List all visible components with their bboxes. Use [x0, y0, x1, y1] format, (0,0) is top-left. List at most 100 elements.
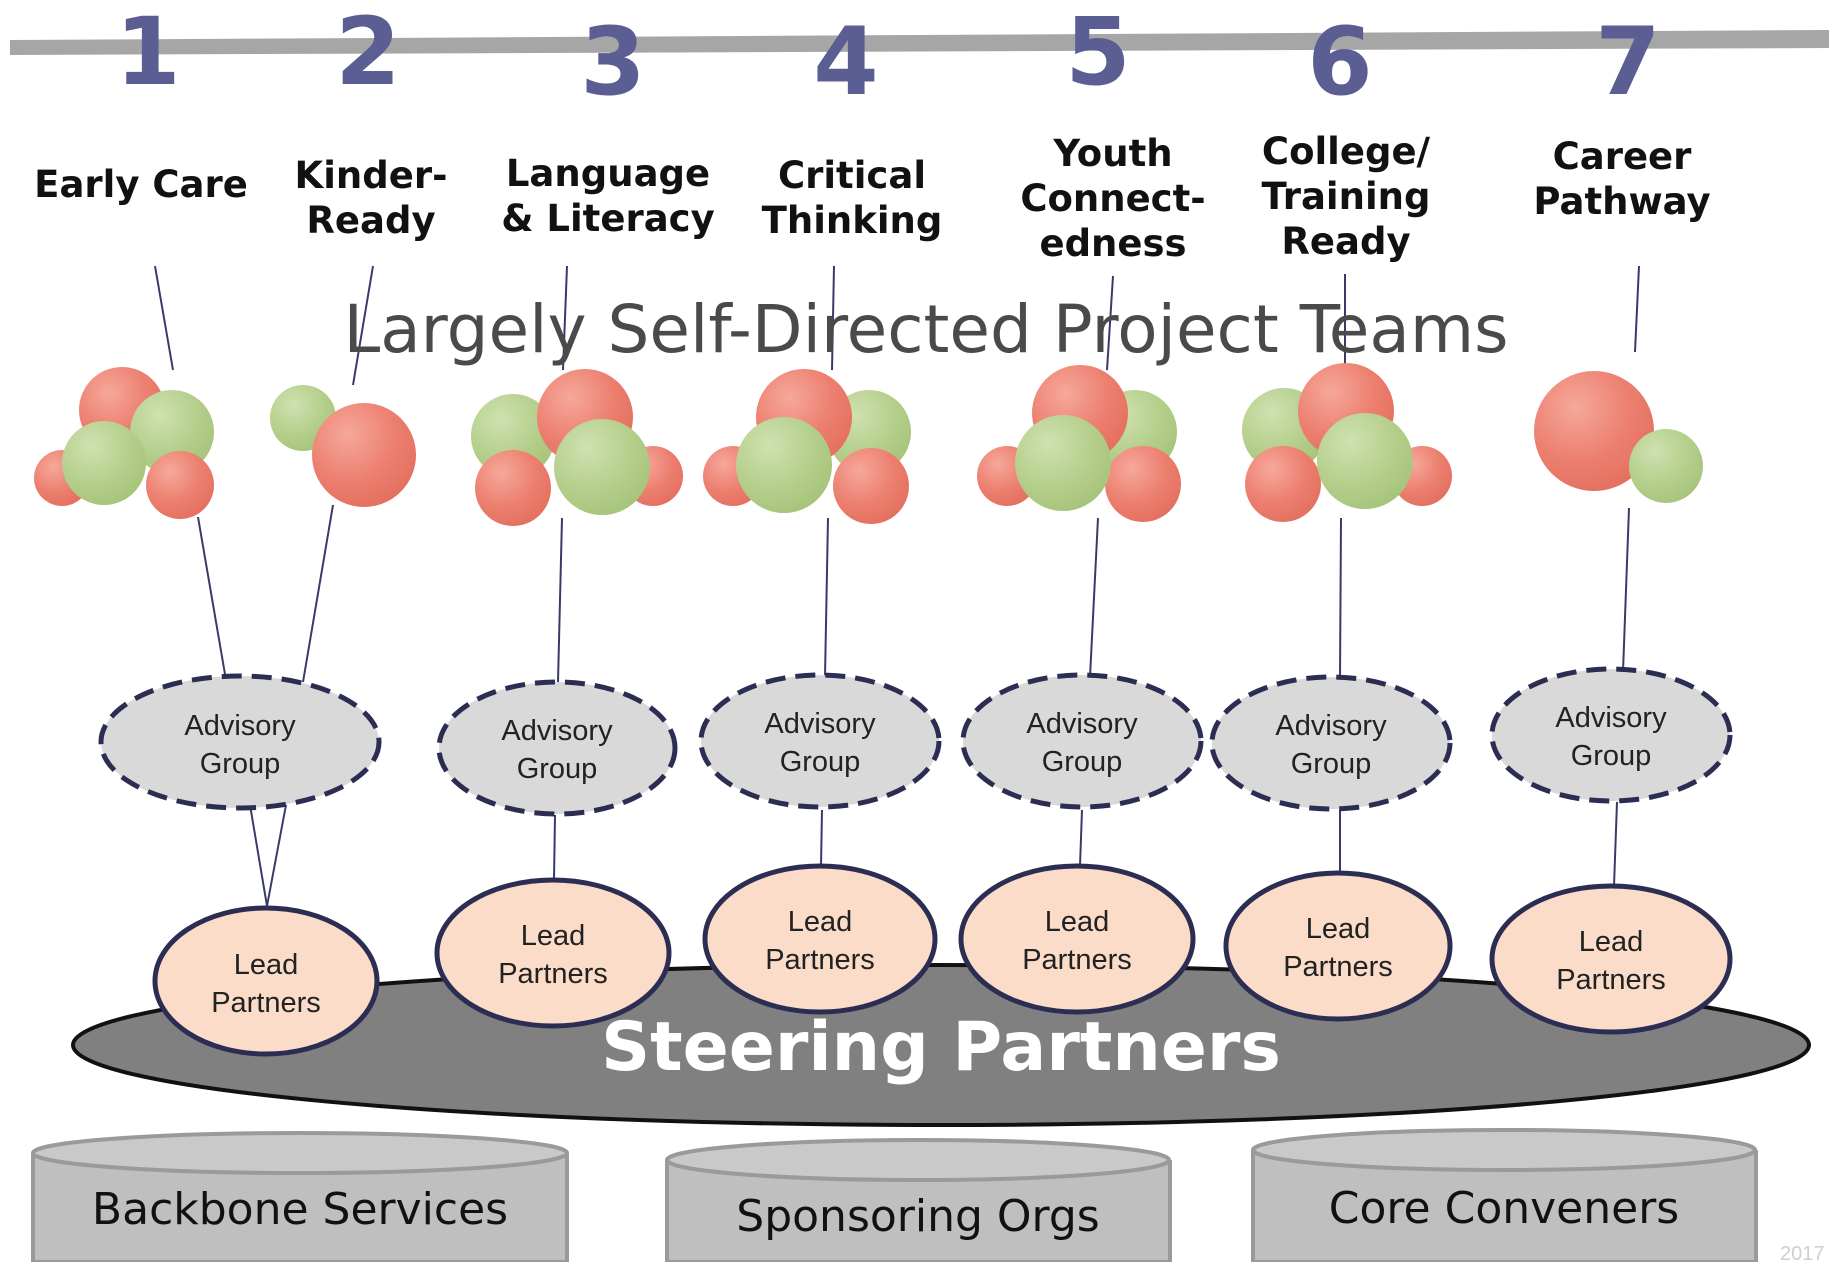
- lead-partners-label-line1: Lead: [521, 920, 586, 952]
- connector-line: [1339, 517, 1342, 678]
- timeline-bar: [10, 30, 1829, 55]
- advisory-group-label-line2: Group: [1291, 748, 1372, 780]
- lead-partners-1: Lead Partners: [152, 905, 380, 1057]
- foundation-label: Backbone Services: [92, 1184, 508, 1235]
- stage-number-1: 1: [115, 0, 180, 107]
- connector-line: [249, 804, 268, 907]
- stage-number-3: 3: [580, 8, 645, 117]
- connector-line: [562, 265, 568, 371]
- stage-label-5-line1: Youth: [1052, 132, 1172, 175]
- lead-partners-7: Lead Partners: [1489, 883, 1733, 1035]
- connector-line: [1622, 507, 1630, 673]
- advisory-group-label-line1: Advisory: [1275, 710, 1387, 742]
- connector-line: [824, 517, 829, 678]
- foundation-core-conveners: Core Conveners: [1251, 1128, 1758, 1262]
- connector-line: [557, 517, 563, 683]
- stage-label-4-line2: Thinking: [762, 199, 943, 242]
- advisory-group-3: Advisory Group: [436, 679, 678, 817]
- foundations: Backbone Services Sponsoring Orgs Core C…: [31, 1128, 1758, 1262]
- stage-label-7-line1: Career: [1553, 135, 1693, 178]
- advisory-group-1: Advisory Group: [98, 673, 382, 811]
- stage-number-4: 4: [813, 8, 878, 117]
- lead-partners-label-line2: Partners: [211, 987, 321, 1019]
- connector-line: [1634, 265, 1640, 353]
- team-cluster-6: [1242, 363, 1452, 522]
- connector-line: [154, 265, 174, 371]
- lead-partners-6: Lead Partners: [1223, 870, 1453, 1022]
- advisory-group-4: Advisory Group: [698, 672, 942, 810]
- stage-label-1: Early Care: [34, 163, 248, 206]
- advisory-group-label-line1: Advisory: [501, 715, 613, 747]
- stage-label-6-line2: Training: [1262, 175, 1431, 218]
- year-watermark: 2017: [1780, 1243, 1825, 1262]
- lead-partners-3: Lead Partners: [434, 877, 672, 1029]
- team-cluster-3: [471, 369, 683, 526]
- stage-label-5-line3: edness: [1039, 222, 1186, 265]
- connector-line: [820, 809, 823, 867]
- lead-partners-label-line2: Partners: [765, 944, 875, 976]
- stage-label-5-line2: Connect-: [1020, 177, 1205, 220]
- foundation-label: Core Conveners: [1329, 1183, 1679, 1234]
- stage-labels: Early Care Kinder- Ready Language & Lite…: [34, 130, 1710, 265]
- team-cluster-7: [1534, 371, 1703, 503]
- lead-partners-label-line2: Partners: [1022, 944, 1132, 976]
- connector-line: [1089, 517, 1099, 678]
- stage-label-2-line1: Kinder-: [295, 154, 448, 197]
- connector-line: [302, 504, 334, 683]
- lead-partners-label-line2: Partners: [1283, 951, 1393, 983]
- connector-line: [352, 265, 374, 386]
- lead-partners-5: Lead Partners: [958, 863, 1196, 1015]
- advisory-group-label-line1: Advisory: [1026, 708, 1138, 740]
- stage-label-2-line2: Ready: [306, 199, 435, 242]
- advisory-group-label-line1: Advisory: [764, 708, 876, 740]
- connector-line: [1613, 801, 1618, 887]
- team-cluster-4: [703, 369, 911, 524]
- project-teams-banner: Largely Self-Directed Project Teams: [343, 291, 1508, 368]
- lead-partners-label-line1: Lead: [788, 906, 853, 938]
- group-connectors: [197, 504, 1630, 907]
- lead-partners-label-line1: Lead: [234, 949, 299, 981]
- stage-label-6-line3: Ready: [1281, 220, 1410, 263]
- stage-label-7-line2: Pathway: [1533, 180, 1710, 223]
- stage-number-6: 6: [1307, 8, 1372, 117]
- foundation-label: Sponsoring Orgs: [736, 1191, 1099, 1242]
- advisory-group-5: Advisory Group: [960, 672, 1204, 810]
- advisory-groups: Advisory Group Advisory Group Advisory G…: [98, 666, 1733, 817]
- connector-line: [1079, 809, 1083, 867]
- advisory-group-label-line2: Group: [200, 748, 281, 780]
- advisory-group-label-line1: Advisory: [184, 710, 296, 742]
- stage-number-2: 2: [335, 0, 400, 107]
- stage-label-3-line2: & Literacy: [501, 197, 714, 240]
- steering-partners-label: Steering Partners: [601, 1008, 1281, 1087]
- lead-partners-label-line2: Partners: [1556, 964, 1666, 996]
- lead-partners: Lead Partners Lead Partners Lead Partner…: [152, 863, 1733, 1057]
- lead-partners-label-line1: Lead: [1306, 913, 1371, 945]
- advisory-group-label-line2: Group: [780, 746, 861, 778]
- stage-numbers: 1 2 3 4 5 6 7: [115, 0, 1660, 117]
- stage-label-4-line1: Critical: [778, 154, 926, 197]
- label-connectors: [154, 265, 1640, 386]
- lead-partners-label-line1: Lead: [1579, 926, 1644, 958]
- connector-line: [197, 516, 227, 681]
- lead-partners-label-line1: Lead: [1045, 906, 1110, 938]
- connector-line: [266, 804, 287, 907]
- stage-number-7: 7: [1595, 8, 1660, 117]
- foundation-sponsoring-orgs: Sponsoring Orgs: [665, 1138, 1172, 1262]
- team-cluster-1: [34, 367, 214, 519]
- connector-line: [553, 814, 556, 881]
- team-cluster-2: [270, 385, 416, 507]
- lead-partners-4: Lead Partners: [702, 863, 938, 1015]
- advisory-group-label-line2: Group: [517, 753, 598, 785]
- advisory-group-6: Advisory Group: [1209, 674, 1453, 812]
- connector-line: [1106, 275, 1114, 371]
- stage-label-6-line1: College/: [1262, 130, 1431, 173]
- foundation-backbone-services: Backbone Services: [31, 1131, 569, 1262]
- advisory-group-label-line2: Group: [1571, 740, 1652, 772]
- advisory-group-7: Advisory Group: [1489, 666, 1733, 804]
- project-team-bubbles: [34, 363, 1703, 526]
- advisory-group-label-line1: Advisory: [1555, 702, 1667, 734]
- team-cluster-5: [977, 365, 1181, 522]
- lead-partners-label-line2: Partners: [498, 958, 608, 990]
